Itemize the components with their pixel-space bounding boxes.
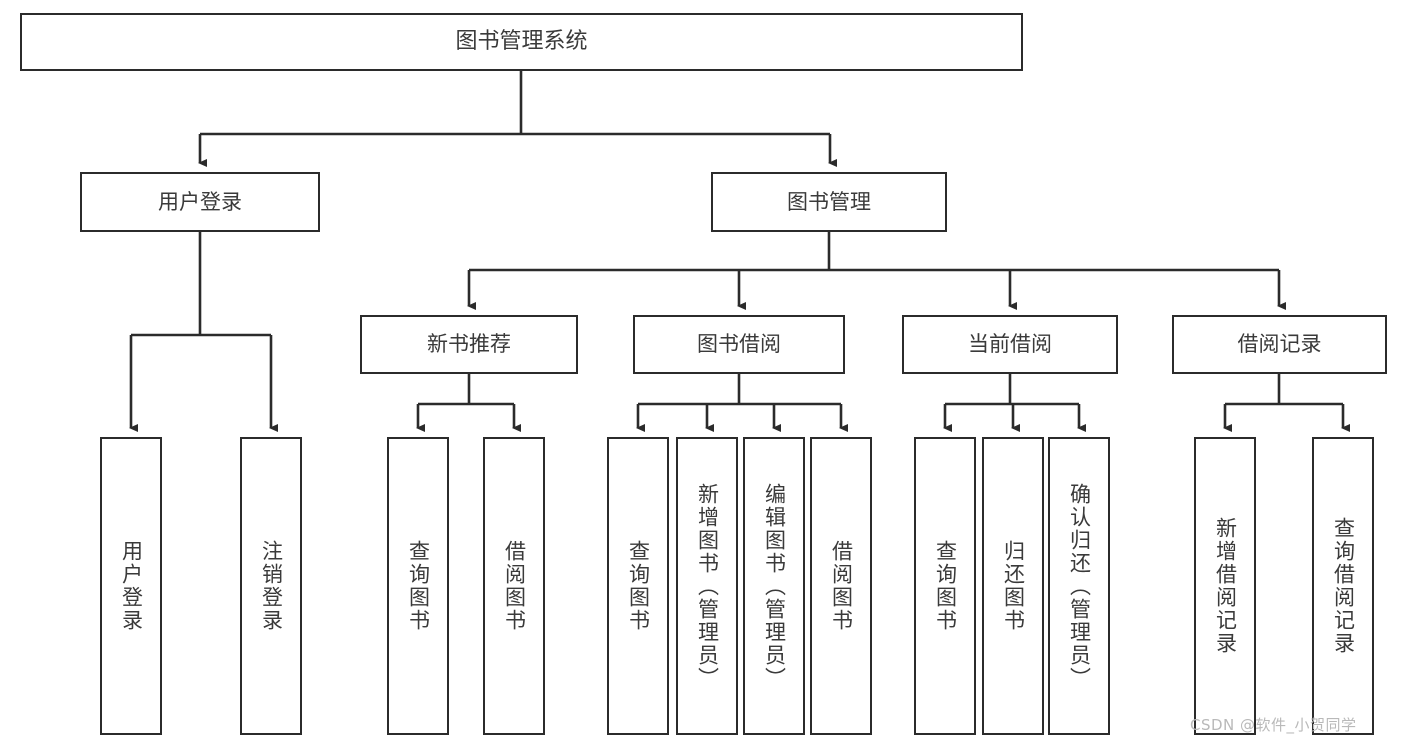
node-leaf-user-logout[interactable]: 注销登录 [240, 437, 302, 735]
node-borrow-record[interactable]: 借阅记录 [1172, 315, 1387, 374]
node-leaf-add-book[interactable]: 新增图书（管理员） [676, 437, 738, 735]
node-book-manage[interactable]: 图书管理 [711, 172, 947, 232]
node-leaf-user-login-label: 用户登录 [119, 540, 144, 632]
node-current-borrow[interactable]: 当前借阅 [902, 315, 1118, 374]
node-leaf-edit-book[interactable]: 编辑图书（管理员） [743, 437, 805, 735]
node-leaf-query-book-3[interactable]: 查询图书 [914, 437, 976, 735]
node-leaf-add-book-label: 新增图书（管理员） [695, 482, 720, 690]
node-leaf-query-book-2[interactable]: 查询图书 [607, 437, 669, 735]
node-leaf-borrow-book-2-label: 借阅图书 [829, 540, 854, 632]
node-user-login[interactable]: 用户登录 [80, 172, 320, 232]
node-leaf-query-record-label: 查询借阅记录 [1331, 517, 1356, 655]
node-leaf-add-record-label: 新增借阅记录 [1213, 517, 1238, 655]
node-root[interactable]: 图书管理系统 [20, 13, 1023, 71]
node-leaf-query-book-3-label: 查询图书 [933, 540, 958, 632]
node-leaf-return-book[interactable]: 归还图书 [982, 437, 1044, 735]
node-book-borrow[interactable]: 图书借阅 [633, 315, 845, 374]
node-leaf-query-record[interactable]: 查询借阅记录 [1312, 437, 1374, 735]
node-leaf-add-record[interactable]: 新增借阅记录 [1194, 437, 1256, 735]
node-leaf-confirm-return[interactable]: 确认归还（管理员） [1048, 437, 1110, 735]
node-root-label: 图书管理系统 [455, 28, 588, 54]
node-book-borrow-label: 图书借阅 [697, 332, 781, 357]
node-leaf-edit-book-label: 编辑图书（管理员） [762, 482, 787, 690]
csdn-watermark: CSDN @软件_小贺同学 [1190, 716, 1357, 734]
node-leaf-borrow-book-1-label: 借阅图书 [502, 540, 527, 632]
node-leaf-return-book-label: 归还图书 [1001, 540, 1026, 632]
node-leaf-query-book-1-label: 查询图书 [406, 540, 431, 632]
node-leaf-confirm-return-label: 确认归还（管理员） [1067, 482, 1092, 690]
node-leaf-borrow-book-1[interactable]: 借阅图书 [483, 437, 545, 735]
node-leaf-query-book-2-label: 查询图书 [626, 540, 651, 632]
node-leaf-query-book-1[interactable]: 查询图书 [387, 437, 449, 735]
node-new-book-recommend[interactable]: 新书推荐 [360, 315, 578, 374]
node-new-book-recommend-label: 新书推荐 [427, 332, 511, 357]
node-leaf-borrow-book-2[interactable]: 借阅图书 [810, 437, 872, 735]
node-user-login-label: 用户登录 [158, 189, 242, 214]
node-borrow-record-label: 借阅记录 [1237, 332, 1322, 357]
node-leaf-user-logout-label: 注销登录 [259, 540, 284, 632]
node-book-manage-label: 图书管理 [787, 189, 871, 214]
node-leaf-user-login[interactable]: 用户登录 [100, 437, 162, 735]
node-current-borrow-label: 当前借阅 [968, 332, 1052, 357]
